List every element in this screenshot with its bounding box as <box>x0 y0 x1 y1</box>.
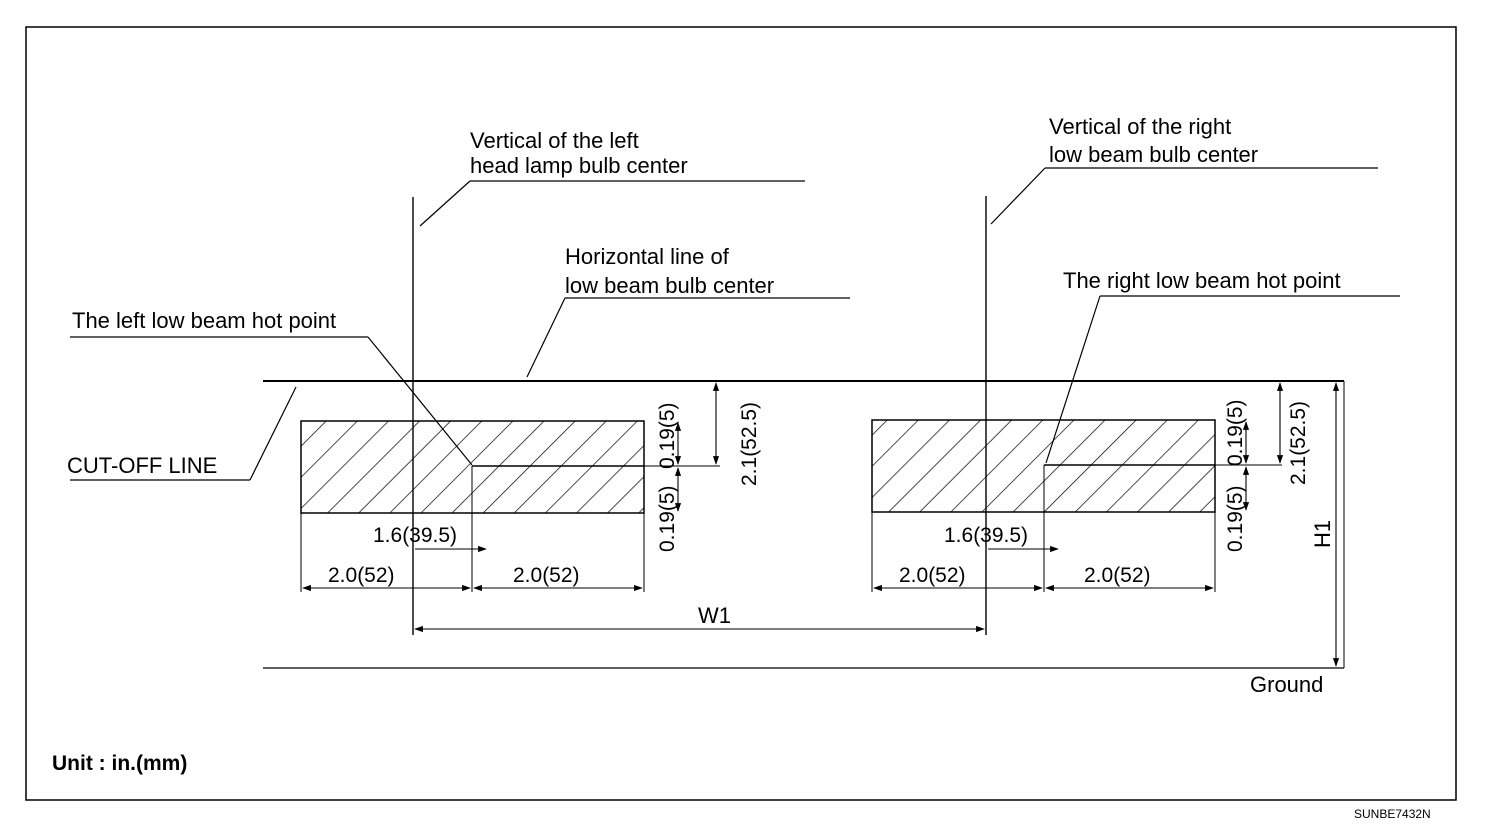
right-band-upper: 0.19(5) <box>1224 399 1247 466</box>
right-band-lower: 0.19(5) <box>1224 485 1247 552</box>
left-band-upper: 0.19(5) <box>656 402 679 469</box>
right-half-width-b: 2.0(52) <box>1084 564 1151 587</box>
left-half-width-b: 2.0(52) <box>513 564 580 587</box>
w1-label: W1 <box>698 603 731 628</box>
horizontal-line-label-line2: low beam bulb center <box>565 273 774 298</box>
left-hot-point-offset: 1.6(39.5) <box>373 524 457 547</box>
right-hot-point-offset: 1.6(39.5) <box>944 524 1028 547</box>
horizontal-line-label-line1: Horizontal line of <box>565 244 730 269</box>
right-drop: 2.1(52.5) <box>1287 401 1310 485</box>
right-half-width-a: 2.0(52) <box>899 564 966 587</box>
left-hot-point-label: The left low beam hot point <box>72 308 336 333</box>
left-drop: 2.1(52.5) <box>738 402 761 486</box>
h1-label: H1 <box>1310 520 1335 548</box>
left-half-width-a: 2.0(52) <box>328 564 395 587</box>
unit-note: Unit : in.(mm) <box>52 752 187 775</box>
figure-code: SUNBE7432N <box>1354 807 1431 821</box>
cut-off-line-label: CUT-OFF LINE <box>67 453 217 478</box>
left-band-lower: 0.19(5) <box>656 485 679 552</box>
vertical-right-label-line1: Vertical of the right <box>1049 114 1231 139</box>
right-hot-point-label: The right low beam hot point <box>1063 268 1341 293</box>
ground-label: Ground <box>1250 672 1323 697</box>
vertical-left-label-line1: Vertical of the left <box>470 128 639 153</box>
leader-lines <box>70 167 1400 481</box>
vertical-left-label-line2: head lamp bulb center <box>470 153 688 178</box>
extension-lines <box>300 381 1345 668</box>
dimension-lines <box>302 382 1340 667</box>
diagram-frame <box>25 26 1457 801</box>
vertical-right-label-line2: low beam bulb center <box>1049 142 1258 167</box>
